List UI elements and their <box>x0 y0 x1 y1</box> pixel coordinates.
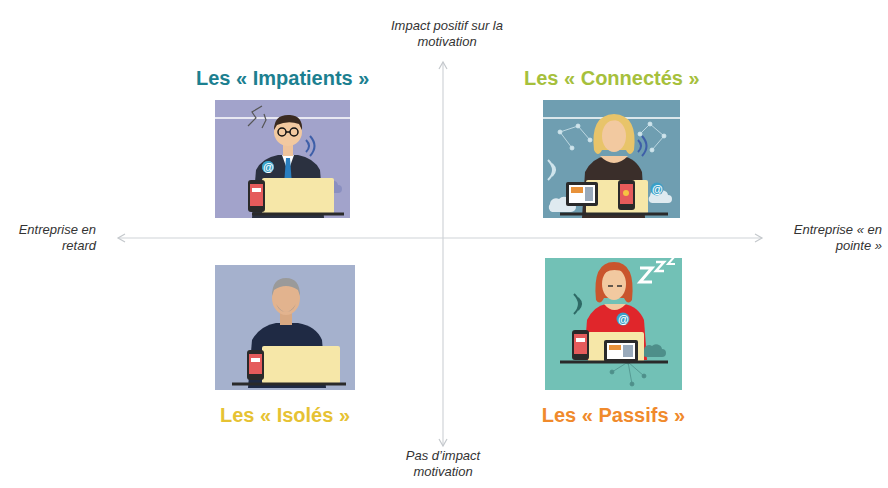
persona-title: Les « Impatients » <box>192 67 373 90</box>
axis-label: Impact positif sur la motivation <box>380 18 514 50</box>
persona-box: Les « Connectés » <box>520 67 704 218</box>
persona-box: Les « Passifs » <box>530 258 697 427</box>
axis-label: Entreprise « en pointe » <box>780 222 884 254</box>
persona-title: Les « Connectés » <box>520 67 704 90</box>
connected-figure <box>543 100 680 218</box>
persona-box: Les « Impatients » <box>192 67 373 218</box>
axis-label: Pas d’impact motivation <box>391 448 495 480</box>
passive-figure <box>545 256 682 390</box>
persona-box: Les « Isolés » <box>200 265 370 427</box>
vertical-axis <box>442 62 443 446</box>
at-symbol: @ <box>263 160 274 174</box>
persona-title: Les « Passifs » <box>530 404 697 427</box>
impatient-figure <box>215 100 350 218</box>
isolated-figure <box>208 258 362 390</box>
at-symbol: @ <box>618 312 629 326</box>
at-symbol: @ <box>652 182 663 196</box>
horizontal-axis <box>118 237 762 238</box>
persona-title: Les « Isolés » <box>200 404 370 427</box>
axis-label: Entreprise en retard <box>4 222 98 254</box>
